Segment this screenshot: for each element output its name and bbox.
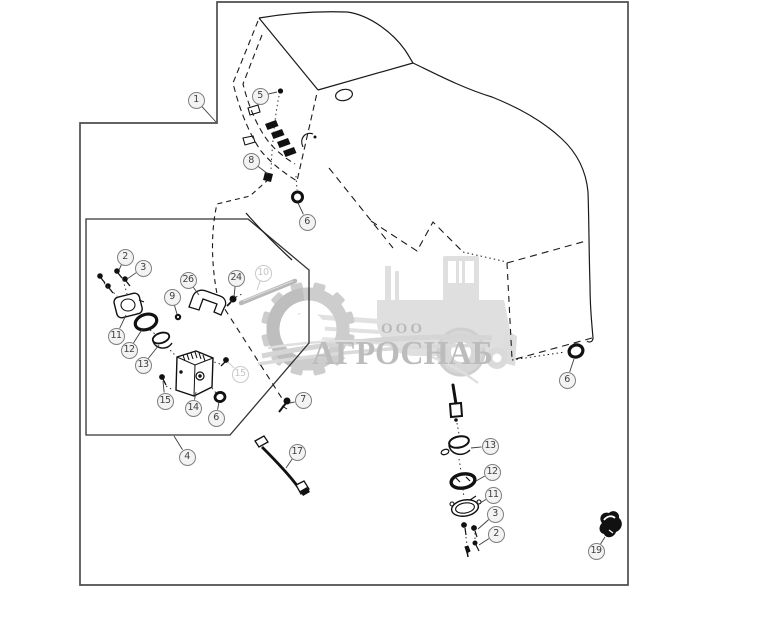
callout-leader-11-22 (476, 499, 487, 506)
callout-leader-14-14 (194, 391, 197, 400)
body-outline (245, 11, 594, 343)
bracket-mount-screw-part (278, 397, 291, 413)
callout-leader-7-18 (289, 401, 295, 404)
speaker-screws (159, 357, 229, 391)
callout-leader-3-5 (126, 272, 137, 280)
body-lamp-screws (461, 522, 480, 558)
callout-leader-2-24 (478, 538, 490, 546)
outer-frame-border (79, 1, 629, 586)
body-grommet-part (567, 343, 585, 359)
body-lamp-housing-part (449, 495, 482, 517)
clip-part (599, 511, 622, 538)
location-dashed-lines (211, 167, 593, 401)
lamp-wire-stem-part (448, 383, 464, 435)
callout-leader-6-25 (569, 358, 575, 373)
callout-leader-4-17 (173, 435, 183, 451)
callout-leader-8-2 (257, 165, 269, 175)
callout-leader-13-20 (470, 446, 482, 449)
callout-leader-26-6 (192, 286, 200, 296)
callout-leader-3-23 (477, 519, 489, 530)
lamp-bezel-part (133, 312, 159, 335)
callout-leader-5-1 (268, 91, 278, 95)
watermark: ООО АГРОСНАБ (257, 256, 517, 384)
callout-leader-13-12 (147, 344, 160, 359)
callout-leader-10-9 (256, 280, 261, 291)
callout-leader-24-8 (233, 286, 236, 298)
callout-leader-2-4 (118, 264, 122, 271)
speaker-grommet-part (211, 387, 227, 403)
bracket-nut-part (174, 313, 182, 321)
callout-leader-6-15 (217, 401, 220, 410)
body-lamp-bulb-part (440, 435, 471, 472)
lamp-bulb-part (151, 331, 177, 357)
callout-leader-12-21 (475, 475, 485, 482)
body-lamp-bezel-part (449, 472, 477, 499)
console-hidden-outline (232, 20, 318, 182)
callout-leader-15-16 (227, 361, 235, 369)
callout-leader-6-3 (297, 202, 304, 215)
callout-leader-15-13 (162, 380, 165, 393)
watermark-company-name: АГРОСНАБ (312, 335, 493, 372)
bracket-screw-part (226, 293, 243, 307)
watermark-company-prefix: ООО (381, 321, 425, 337)
callout-leader-11-10 (119, 314, 127, 329)
antenna-rod-part (238, 278, 298, 306)
watermark-swoosh (257, 334, 493, 384)
callout-leader-12-11 (133, 327, 144, 344)
detail-box-border (85, 218, 310, 436)
radio-bracket-part (188, 289, 227, 316)
wiring-harness-part (254, 435, 310, 496)
speaker-box-part (175, 350, 214, 397)
console-internal-parts (242, 88, 317, 204)
callout-leader-1-0 (201, 105, 217, 123)
callout-leader-9-7 (173, 305, 178, 315)
callout-leader-19-26 (600, 536, 606, 545)
callout-leader-17-19 (285, 458, 293, 469)
